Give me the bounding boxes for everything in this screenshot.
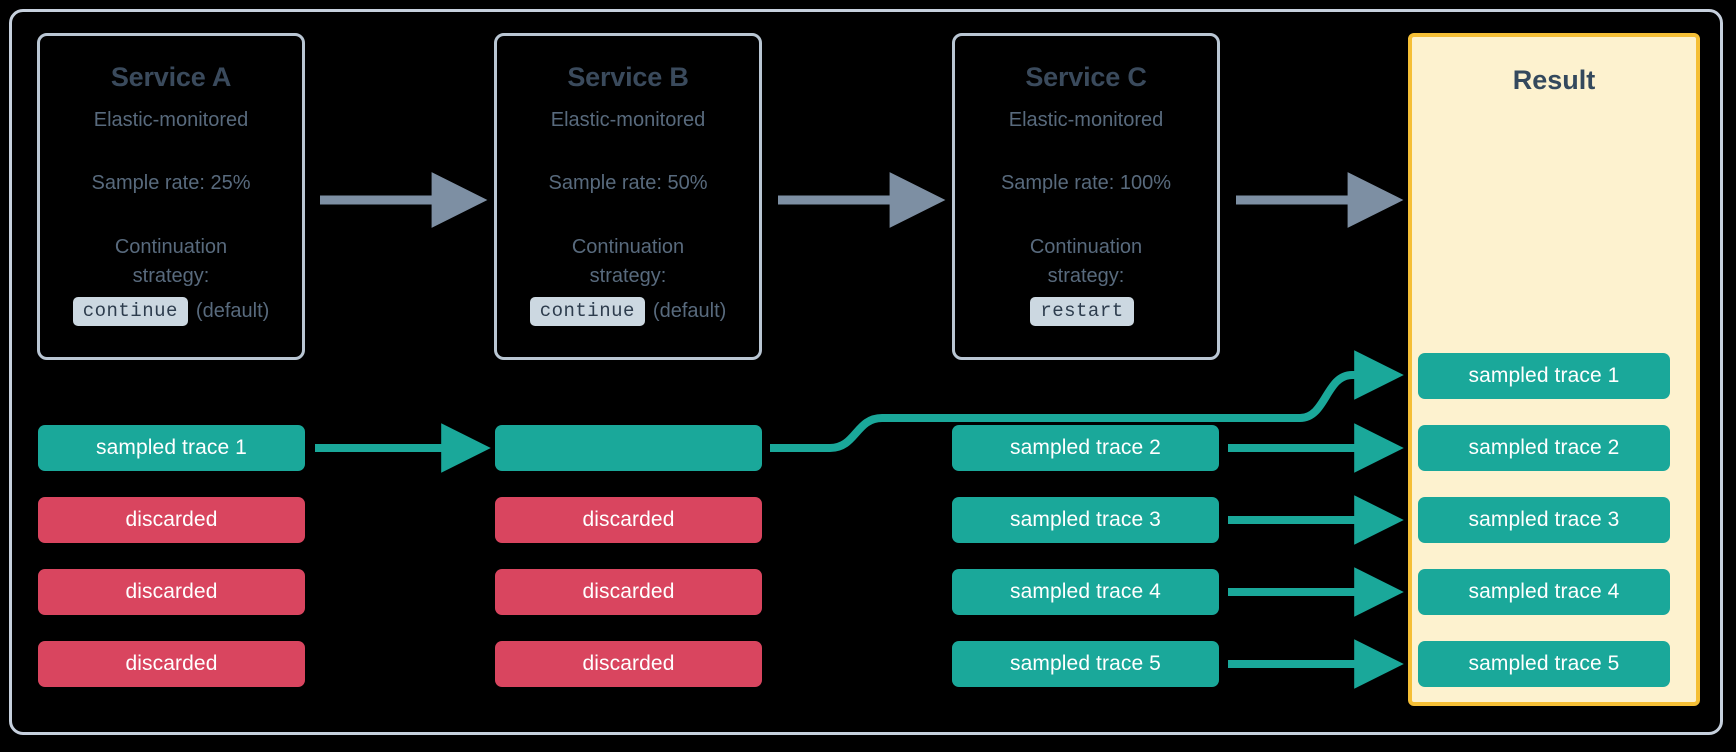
trace-pill-c-1: sampled trace 2 bbox=[952, 425, 1219, 471]
trace-pill-label: discarded bbox=[125, 580, 218, 603]
trace-pill-label: discarded bbox=[582, 652, 675, 675]
trace-pill-label: discarded bbox=[582, 508, 675, 531]
trace-pill-label: discarded bbox=[125, 508, 218, 531]
trace-pill-b-3: discarded bbox=[495, 569, 762, 615]
service-box-c: Service C Elastic-monitored Sample rate:… bbox=[952, 33, 1220, 360]
service-c-strategy-label: Continuation strategy: bbox=[955, 233, 1217, 291]
trace-pill-a-1: sampled trace 1 bbox=[38, 425, 305, 471]
service-b-sample-rate: Sample rate: 50% bbox=[548, 172, 708, 194]
service-b-strategy-line2: strategy: bbox=[589, 265, 667, 287]
service-a-monitored: Elastic-monitored bbox=[93, 109, 249, 131]
service-c-title: Service C bbox=[1025, 62, 1147, 92]
service-c-strategy-line2: strategy: bbox=[1047, 265, 1125, 287]
result-pill-label: sampled trace 2 bbox=[1468, 436, 1620, 459]
trace-pill-a-3: discarded bbox=[38, 569, 305, 615]
trace-pill-a-4: discarded bbox=[38, 641, 305, 687]
trace-pill-b-1 bbox=[495, 425, 762, 471]
trace-pill-c-2: sampled trace 3 bbox=[952, 497, 1219, 543]
result-title: Result bbox=[1512, 65, 1596, 95]
service-a-strategy-row: continue (default) bbox=[40, 297, 302, 326]
service-b-monitored: Elastic-monitored bbox=[550, 109, 706, 131]
service-box-b: Service B Elastic-monitored Sample rate:… bbox=[494, 33, 762, 360]
service-b-strategy-line1: Continuation bbox=[571, 236, 685, 258]
trace-pill-label: sampled trace 5 bbox=[1010, 652, 1161, 675]
service-b-strategy-note: (default) bbox=[652, 300, 727, 322]
trace-pill-c-3: sampled trace 4 bbox=[952, 569, 1219, 615]
result-pill-label: sampled trace 1 bbox=[1468, 364, 1620, 387]
service-a-strategy-value: continue bbox=[72, 297, 188, 326]
result-pill-4: sampled trace 4 bbox=[1418, 569, 1670, 615]
trace-pill-a-2: discarded bbox=[38, 497, 305, 543]
result-pill-label: sampled trace 3 bbox=[1468, 508, 1620, 531]
trace-pill-label: sampled trace 4 bbox=[1010, 580, 1161, 603]
service-c-monitored: Elastic-monitored bbox=[1008, 109, 1164, 131]
result-pill-1: sampled trace 1 bbox=[1418, 353, 1670, 399]
service-c-strategy-row: restart bbox=[955, 297, 1217, 326]
service-a-strategy-label: Continuation strategy: bbox=[40, 233, 302, 291]
service-b-strategy-label: Continuation strategy: bbox=[497, 233, 759, 291]
service-c-strategy-line1: Continuation bbox=[1029, 236, 1143, 258]
service-b-strategy-row: continue (default) bbox=[497, 297, 759, 326]
service-a-strategy-line2: strategy: bbox=[132, 265, 210, 287]
result-pill-3: sampled trace 3 bbox=[1418, 497, 1670, 543]
service-c-sample-rate: Sample rate: 100% bbox=[1000, 172, 1172, 194]
trace-pill-label: discarded bbox=[582, 580, 675, 603]
service-a-strategy-line1: Continuation bbox=[114, 236, 228, 258]
service-a-title: Service A bbox=[110, 62, 232, 92]
result-pill-label: sampled trace 5 bbox=[1468, 652, 1620, 675]
result-pill-2: sampled trace 2 bbox=[1418, 425, 1670, 471]
trace-pill-label: sampled trace 1 bbox=[96, 436, 247, 459]
service-a-sample-rate: Sample rate: 25% bbox=[91, 172, 251, 194]
trace-pill-c-4: sampled trace 5 bbox=[952, 641, 1219, 687]
trace-pill-label: sampled trace 3 bbox=[1010, 508, 1161, 531]
trace-pill-b-2: discarded bbox=[495, 497, 762, 543]
service-a-strategy-note: (default) bbox=[195, 300, 270, 322]
trace-pill-label: sampled trace 2 bbox=[1010, 436, 1161, 459]
service-b-strategy-value: continue bbox=[529, 297, 645, 326]
result-pill-label: sampled trace 4 bbox=[1468, 580, 1620, 603]
service-box-a: Service A Elastic-monitored Sample rate:… bbox=[37, 33, 305, 360]
trace-pill-b-4: discarded bbox=[495, 641, 762, 687]
service-b-title: Service B bbox=[567, 62, 689, 92]
trace-pill-label: discarded bbox=[125, 652, 218, 675]
result-pill-5: sampled trace 5 bbox=[1418, 641, 1670, 687]
service-c-strategy-value: restart bbox=[1030, 297, 1134, 326]
